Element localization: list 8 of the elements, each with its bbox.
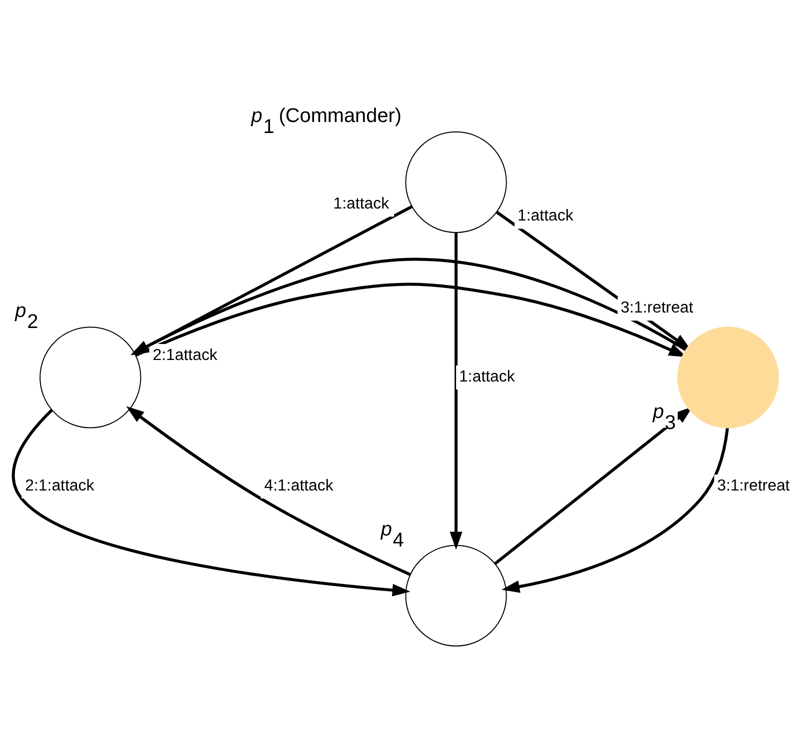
edge-label: 4:1:attack [264,476,334,494]
edge-label: 3:1:retreat [717,476,790,494]
edge-label: 1:attack [517,207,574,224]
edge-label: 2:1attack [152,346,218,364]
edge-label: 1:attack [333,194,390,212]
edge-label: 3:1:retreat [620,298,694,316]
edge-label: 1:attack [459,368,515,385]
edge-label: 2:1:attack [25,476,94,494]
